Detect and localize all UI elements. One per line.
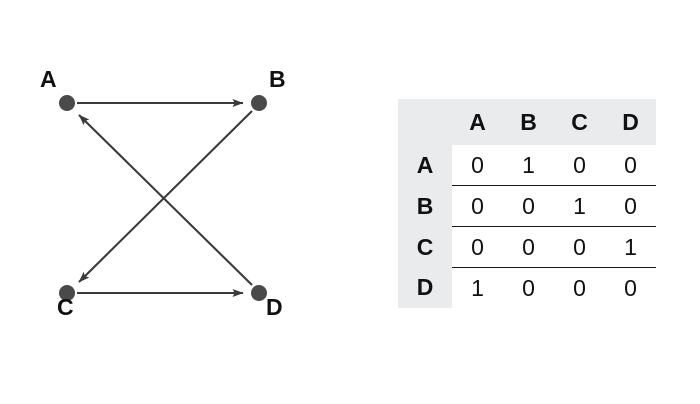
node-label-b: B bbox=[269, 66, 286, 92]
node-c[interactable] bbox=[59, 285, 75, 301]
directed-graph-diagram bbox=[59, 95, 267, 301]
matrix-cell-a-b: 1 bbox=[503, 145, 554, 186]
matrix-col-header-b: B bbox=[503, 99, 554, 145]
matrix-row-header-a: A bbox=[398, 145, 452, 186]
graph-panel: A B C D bbox=[0, 0, 340, 404]
adjacency-matrix-table: A B C D A 0 1 0 0 B 0 0 1 0 C bbox=[398, 99, 656, 308]
node-d[interactable] bbox=[251, 285, 267, 301]
matrix-cell-a-a: 0 bbox=[452, 145, 503, 186]
edge-b-to-c bbox=[78, 110, 253, 283]
node-b[interactable] bbox=[251, 95, 267, 111]
matrix-cell-d-b: 0 bbox=[503, 267, 554, 308]
node-a[interactable] bbox=[59, 95, 75, 111]
matrix-col-header-a: A bbox=[452, 99, 503, 145]
matrix-row-header-d: D bbox=[398, 267, 452, 308]
matrix-header-row: A B C D bbox=[398, 99, 656, 145]
matrix-cell-b-b: 0 bbox=[503, 185, 554, 227]
matrix-cell-d-c: 0 bbox=[554, 267, 605, 308]
matrix-cell-b-a: 0 bbox=[452, 185, 503, 227]
matrix-cell-b-d: 0 bbox=[605, 185, 656, 227]
matrix-row: D 1 0 0 0 bbox=[398, 267, 656, 308]
matrix-row: B 0 0 1 0 bbox=[398, 185, 656, 227]
matrix-cell-c-b: 0 bbox=[503, 226, 554, 268]
matrix-row: C 0 0 0 1 bbox=[398, 226, 656, 268]
node-label-c: C bbox=[57, 294, 74, 320]
matrix-row-header-b: B bbox=[398, 185, 452, 227]
matrix-cell-b-c: 1 bbox=[554, 185, 605, 227]
matrix-cell-c-d: 1 bbox=[605, 226, 656, 268]
matrix-cell-a-c: 0 bbox=[554, 145, 605, 186]
node-label-d: D bbox=[266, 294, 283, 320]
matrix-cell-d-d: 0 bbox=[605, 267, 656, 308]
matrix-cell-c-c: 0 bbox=[554, 226, 605, 268]
edge-d-to-a bbox=[78, 114, 253, 286]
node-label-a: A bbox=[40, 66, 57, 92]
matrix-row-header-c: C bbox=[398, 226, 452, 268]
matrix-cell-a-d: 0 bbox=[605, 145, 656, 186]
matrix-corner-cell bbox=[398, 99, 452, 145]
adjacency-matrix-panel: A B C D A 0 1 0 0 B 0 0 1 0 C bbox=[398, 99, 656, 308]
matrix-col-header-c: C bbox=[554, 99, 605, 145]
matrix-cell-c-a: 0 bbox=[452, 226, 503, 268]
matrix-cell-d-a: 1 bbox=[452, 267, 503, 308]
matrix-row: A 0 1 0 0 bbox=[398, 145, 656, 186]
matrix-col-header-d: D bbox=[605, 99, 656, 145]
